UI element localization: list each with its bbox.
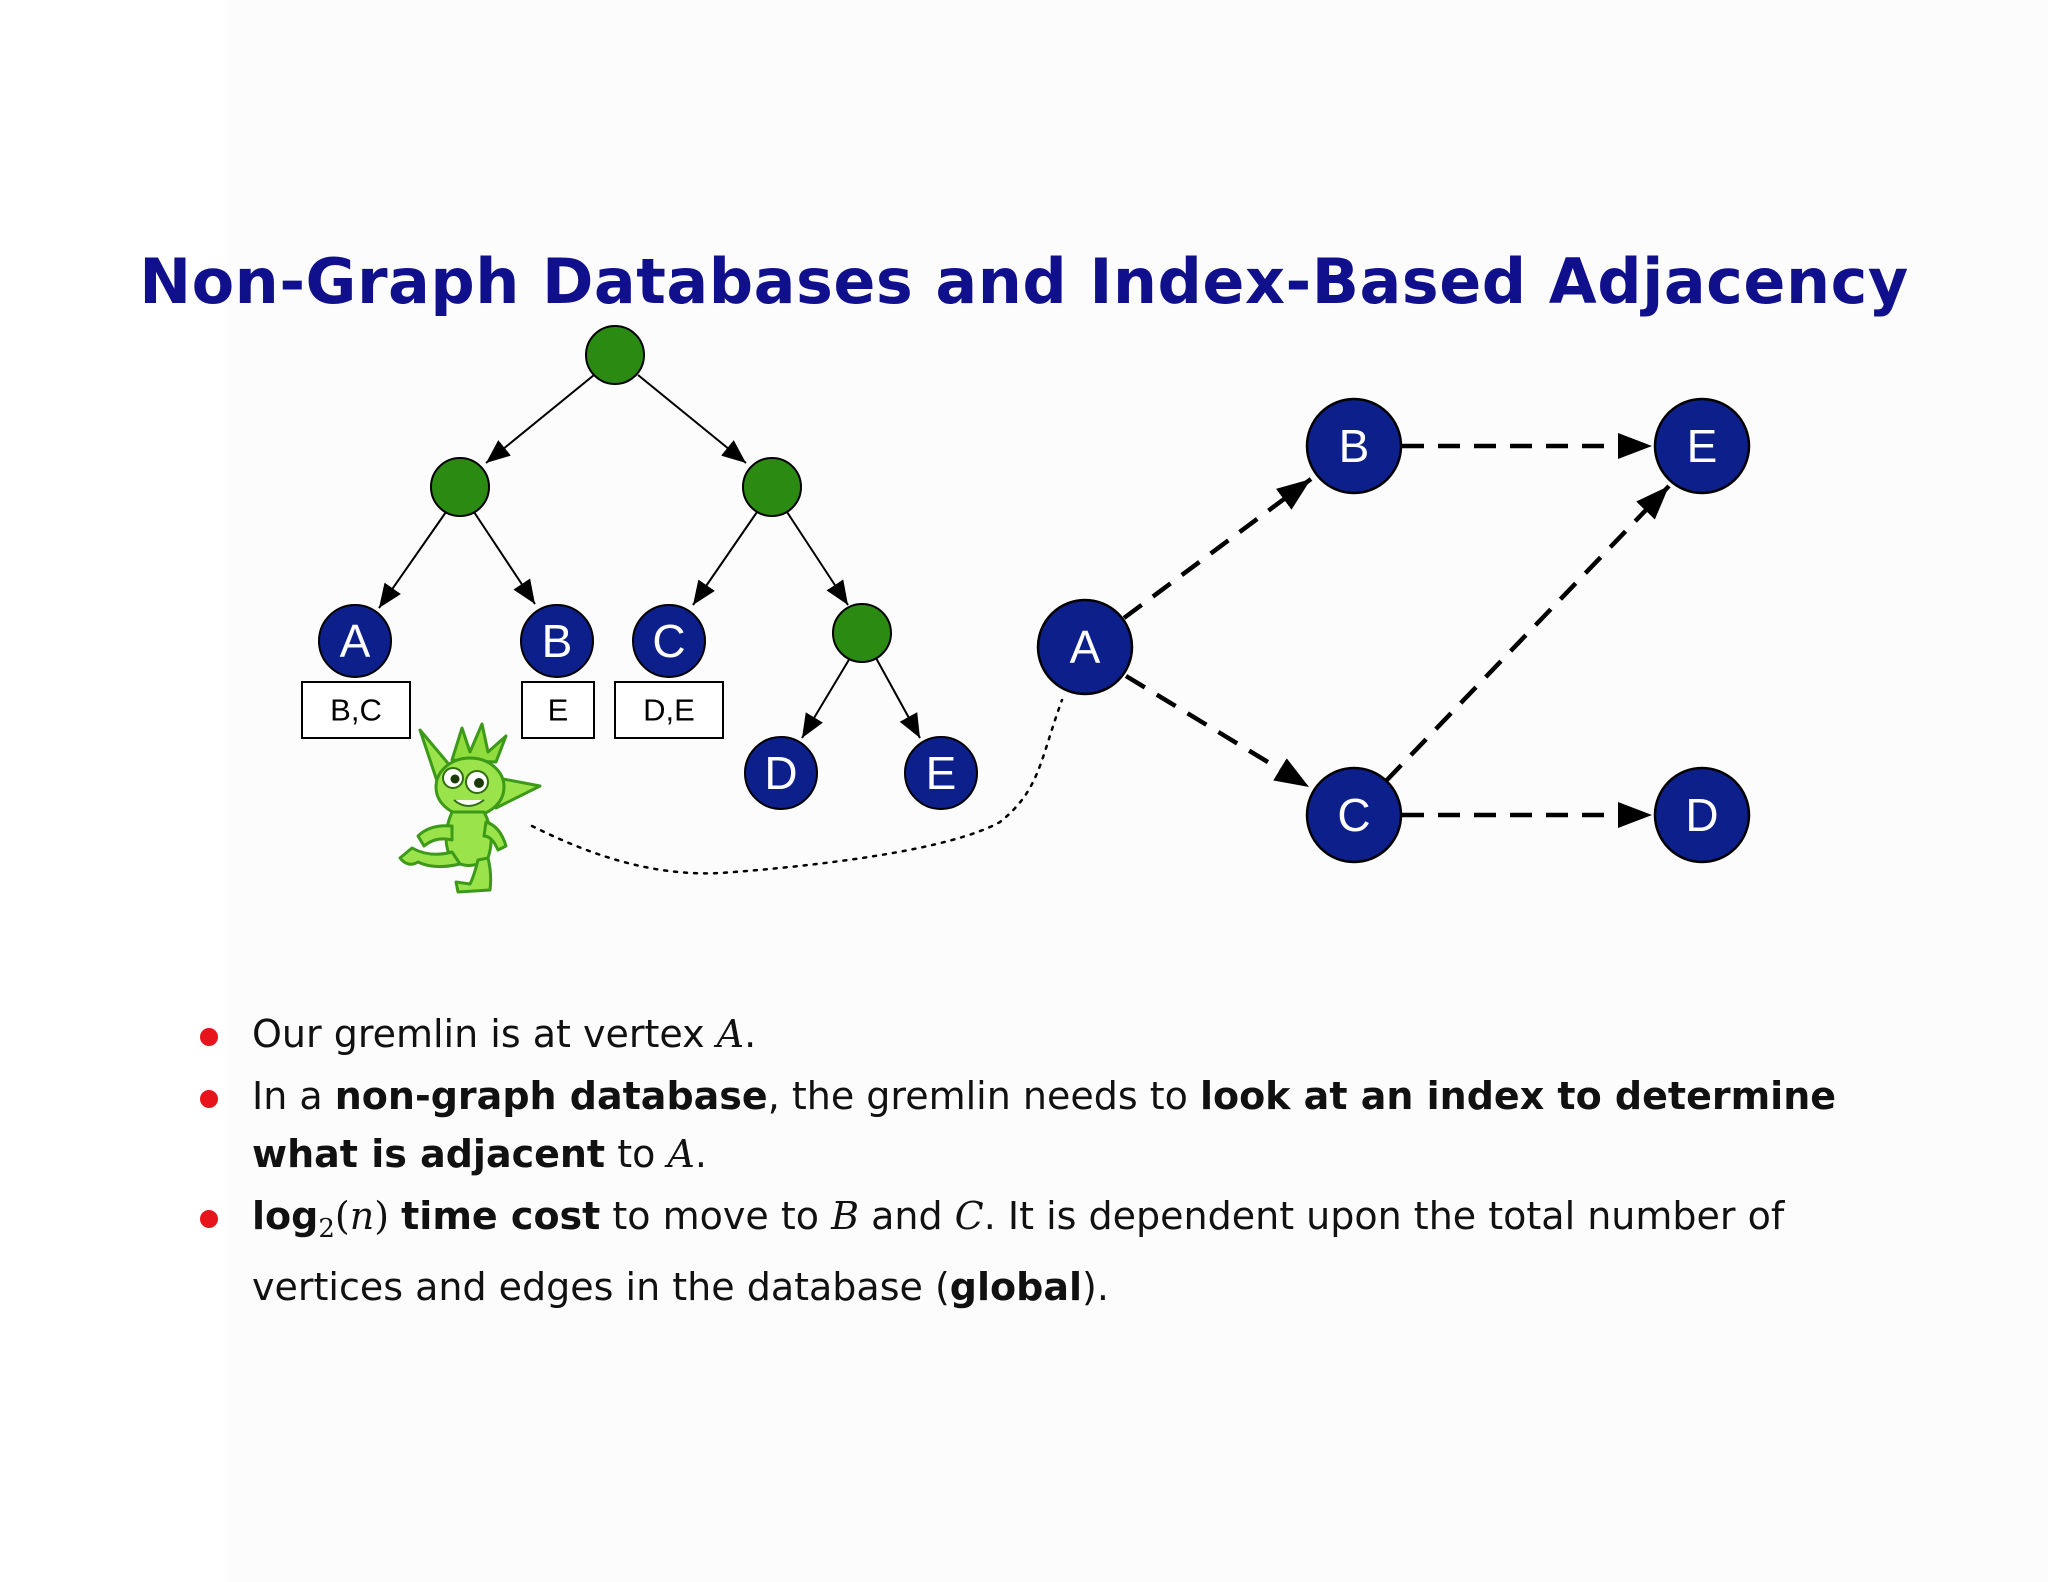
tree-leaf-B: B [520,604,594,678]
graph-vertex-D: D [1653,766,1751,864]
bullet-item-1: Our gremlin is at vertex A. [200,1005,1870,1063]
tree-leaf-D-label: D [764,747,797,799]
graph-vertex-B-label: B [1339,420,1370,472]
tree-edge-right-inner [786,511,849,606]
bullet-3-math-C: C [954,1194,984,1238]
index-tree-internal-nodes [430,325,892,663]
tree-leaf-A: A [318,604,392,678]
bullet-3-text-3: . It is dependent upon the total number … [252,1194,1785,1309]
tree-edge-right-C [692,511,758,606]
graph-vertex-C-label: C [1337,789,1370,841]
bullet-3-log-base: 2 [318,1214,335,1244]
bullet-3-strong-global: global [949,1265,1082,1309]
tree-leaf-D: D [744,736,818,810]
index-tree-leaves: A B C D E [318,604,978,810]
bullet-3-strong-time-cost: time cost [401,1194,601,1238]
bullet-3-paren-close: ) [374,1194,390,1238]
bullet-2-math-A: A [667,1132,695,1176]
index-node-inner [832,603,892,663]
bullet-2-text-1: In a [252,1074,335,1118]
bullet-2-text-2: , the gremlin needs to [767,1074,1200,1118]
bullet-2-strong-2: look at an index to determine what is ad… [252,1074,1837,1176]
tree-edge-root-right [637,374,747,464]
index-tree-edges [378,374,921,739]
bullet-2-period: . [694,1132,707,1176]
page-title: Non-Graph Databases and Index-Based Adja… [139,245,1909,318]
index-boxes: B,C E D,E [301,681,724,739]
graph-vertex-D-label: D [1685,789,1718,841]
bullet-3-math-n: n [349,1194,375,1238]
bullet-item-3: log2(n) time cost to move to B and C. It… [200,1187,1870,1316]
bullet-3-text-2: and [859,1194,955,1238]
tree-leaf-E-label: E [926,747,957,799]
bullet-2-strong-1: non-graph database [334,1074,768,1118]
index-box-B: E [521,681,595,739]
bullet-3-text-4: ). [1082,1265,1109,1309]
graph-vertex-E-label: E [1687,420,1718,472]
graph-vertex-A: A [1036,598,1134,696]
index-box-A: B,C [301,681,411,739]
graph-vertex-C: C [1305,766,1403,864]
tree-leaf-A-label: A [340,615,371,667]
bullet-3-text-1: to move to [600,1194,832,1238]
bullet-2-text-3: to [605,1132,668,1176]
bullet-1-text: Our gremlin is at vertex [252,1012,717,1056]
tree-edge-inner-E [875,657,921,739]
gremlin-path-dotted [530,698,1064,875]
bullet-dot-icon [200,1090,218,1108]
bullet-3-log: log [252,1194,319,1238]
graph-edges [1122,433,1671,828]
graph-vertex-A-label: A [1070,621,1101,673]
graph-vertex-E: E [1653,397,1751,495]
tree-leaf-E: E [904,736,978,810]
bullet-3-paren-open: ( [334,1194,350,1238]
bullet-3-math-B: B [831,1194,860,1238]
bullet-item-2: In a non-graph database, the gremlin nee… [200,1067,1870,1183]
bullet-list: Our gremlin is at vertex A. In a non-gra… [200,1005,1870,1320]
graph-edge-A-C [1124,674,1311,789]
index-box-B-label: E [548,693,569,728]
tree-edge-inner-D [801,657,851,739]
bullet-dot-icon [200,1210,218,1228]
graph-edge-A-B [1122,477,1313,620]
bullet-1-math-A: A [716,1012,745,1056]
index-box-C-label: D,E [643,693,695,728]
index-node-left [430,457,490,517]
tree-edge-left-B [473,511,536,605]
tree-leaf-B-label: B [542,615,573,667]
index-node-right [742,457,802,517]
bullet-1-period: . [744,1012,757,1056]
tree-leaf-C-label: C [652,615,685,667]
tree-leaf-C: C [632,604,706,678]
tree-edge-left-A [378,511,447,609]
index-box-A-label: B,C [330,693,382,728]
tree-edge-root-left [485,374,595,464]
graph-edge-C-E [1384,484,1671,783]
graph-vertex-B: B [1305,397,1403,495]
graph-vertices: A B C D E [1036,397,1751,864]
bullet-dot-icon [200,1028,218,1046]
gremlin-mascot-icon [398,722,542,894]
index-node-root [585,325,645,385]
index-box-C: D,E [614,681,724,739]
